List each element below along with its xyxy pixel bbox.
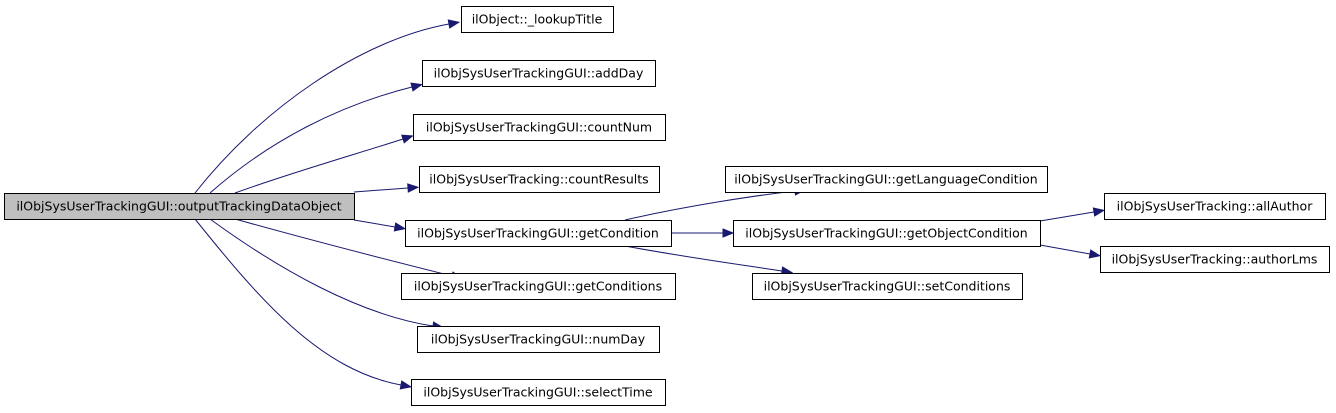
node-box[interactable] xyxy=(413,114,666,141)
function-nodes: ilObjSysUserTrackingGUI::outputTrackingD… xyxy=(4,6,1330,406)
node-box[interactable] xyxy=(419,166,660,193)
node-lookupTitle[interactable]: ilObject::_lookupTitle xyxy=(461,6,614,33)
edge-line xyxy=(1039,244,1091,255)
node-box[interactable] xyxy=(405,220,672,247)
edge-line xyxy=(209,218,434,327)
node-getLanguageCondition[interactable]: ilObjSysUserTrackingGUI::getLanguageCond… xyxy=(725,166,1048,193)
node-box[interactable] xyxy=(417,326,660,353)
arrowhead-icon xyxy=(410,82,424,92)
node-getObjectCondition[interactable]: ilObjSysUserTrackingGUI::getObjectCondit… xyxy=(733,220,1041,247)
edge-getObjectCondition-to-authorLms xyxy=(1039,244,1102,259)
edge-root-to-selectTime xyxy=(194,218,413,390)
node-label: ilObjSysUserTrackingGUI::selectTime xyxy=(423,385,653,400)
node-label: ilObjSysUserTrackingGUI::getCondition xyxy=(417,226,659,241)
node-box[interactable] xyxy=(1100,246,1330,273)
arrowhead-icon xyxy=(722,228,735,238)
node-box[interactable] xyxy=(461,6,614,33)
node-box[interactable] xyxy=(411,379,666,406)
edge-getCondition-to-getObjectCondition xyxy=(671,228,735,238)
edge-root-to-addDay xyxy=(209,82,424,194)
edge-line xyxy=(1039,211,1095,222)
node-setConditions[interactable]: ilObjSysUserTrackingGUI::setConditions xyxy=(752,273,1023,300)
edge-line xyxy=(353,219,396,228)
node-allAuthor[interactable]: ilObjSysUserTracking::allAuthor xyxy=(1104,193,1326,220)
node-label: ilObjSysUserTrackingGUI::getConditions xyxy=(414,279,662,294)
arrowhead-icon xyxy=(393,222,407,232)
node-label: ilObjSysUserTrackingGUI::numDay xyxy=(431,332,646,347)
node-box[interactable] xyxy=(401,273,676,300)
node-box[interactable] xyxy=(725,166,1048,193)
edge-line xyxy=(209,86,413,194)
node-numDay[interactable]: ilObjSysUserTrackingGUI::numDay xyxy=(417,326,660,353)
node-getCondition[interactable]: ilObjSysUserTrackingGUI::getCondition xyxy=(405,220,672,247)
node-label: ilObjSysUserTrackingGUI::countNum xyxy=(426,120,652,135)
node-label: ilObjSysUserTrackingGUI::getObjectCondit… xyxy=(745,226,1027,241)
node-label: ilObjSysUserTrackingGUI::addDay xyxy=(434,66,644,81)
node-label: ilObjSysUserTrackingGUI::getLanguageCond… xyxy=(734,172,1037,187)
node-label: ilObject::_lookupTitle xyxy=(472,12,603,27)
edge-line xyxy=(234,138,404,194)
node-box[interactable] xyxy=(422,60,656,87)
node-label: ilObjSysUserTracking::countResults xyxy=(429,172,648,187)
node-countResults[interactable]: ilObjSysUserTracking::countResults xyxy=(419,166,660,193)
edge-line xyxy=(624,190,796,221)
edge-root-to-countResults xyxy=(353,183,420,193)
edge-getObjectCondition-to-allAuthor xyxy=(1039,207,1106,222)
node-box[interactable] xyxy=(752,273,1023,300)
node-label: ilObjSysUserTrackingGUI::outputTrackingD… xyxy=(16,199,341,214)
node-authorLms[interactable]: ilObjSysUserTracking::authorLms xyxy=(1100,246,1330,273)
arrowhead-icon xyxy=(407,183,420,193)
edge-line xyxy=(353,187,409,193)
arrowhead-icon xyxy=(1092,207,1106,217)
arrowhead-icon xyxy=(1088,249,1102,259)
edge-line xyxy=(194,23,450,194)
edge-line xyxy=(194,218,402,386)
node-box[interactable] xyxy=(1104,193,1326,220)
edge-root-to-lookupTitle xyxy=(194,19,461,194)
node-box[interactable] xyxy=(4,193,355,220)
edge-getCondition-to-setConditions xyxy=(624,245,794,276)
arrowhead-icon xyxy=(399,380,413,390)
node-selectTime[interactable]: ilObjSysUserTrackingGUI::selectTime xyxy=(411,379,666,406)
node-addDay[interactable]: ilObjSysUserTrackingGUI::addDay xyxy=(422,60,656,87)
arrowhead-icon xyxy=(401,134,414,144)
node-countNum[interactable]: ilObjSysUserTrackingGUI::countNum xyxy=(413,114,666,141)
node-label: ilObjSysUserTrackingGUI::setConditions xyxy=(764,279,1011,294)
node-getConditions[interactable]: ilObjSysUserTrackingGUI::getConditions xyxy=(401,273,676,300)
node-label: ilObjSysUserTracking::authorLms xyxy=(1112,252,1318,267)
edge-root-to-getCondition xyxy=(353,219,407,232)
edge-root-to-countNum xyxy=(234,134,414,194)
node-root[interactable]: ilObjSysUserTrackingGUI::outputTrackingD… xyxy=(4,193,355,220)
node-box[interactable] xyxy=(733,220,1041,247)
arrowhead-icon xyxy=(447,19,461,29)
edge-line xyxy=(234,218,453,277)
edge-line xyxy=(624,245,783,272)
node-label: ilObjSysUserTracking::allAuthor xyxy=(1117,199,1314,214)
